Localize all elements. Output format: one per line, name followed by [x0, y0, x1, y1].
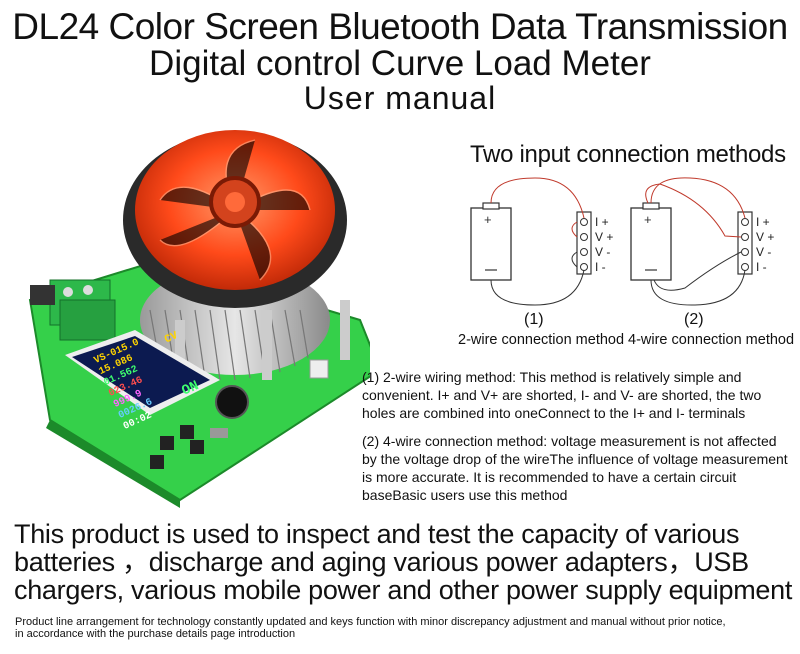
diagram-2-wire: + I + V + V - I - [470, 177, 613, 306]
button-2 [190, 440, 204, 454]
button-3 [160, 436, 174, 450]
method-1-caption: 2-wire connection method [458, 332, 625, 348]
method-2-caption: 4-wire connection method [628, 332, 795, 348]
main-statement: This product is used to inspect and test… [14, 519, 793, 605]
method-2-number: (2) [684, 311, 704, 328]
screen-mode: CV [163, 330, 180, 346]
lcd-screen [65, 330, 220, 415]
screen-status: ON [180, 378, 202, 399]
terminal-2-label-vp: V + [756, 230, 774, 244]
title-line-2: Digital control Curve Load Meter [149, 44, 651, 83]
terminal-2-label-vm: V - [756, 245, 771, 259]
terminal-1-label-ip: I + [595, 215, 609, 229]
button-1 [180, 425, 194, 439]
battery-1 [470, 207, 512, 281]
description-2-wire: (1) 2-wire wiring method: This method is… [362, 369, 762, 421]
terminal-block-2 [737, 211, 753, 275]
terminal-1-label-im: I - [595, 260, 606, 274]
title-line-3: User manual [303, 80, 497, 116]
description-4-wire: (2) 4-wire connection method: voltage me… [362, 433, 788, 503]
product-illustration: VS-015.0 15.086 01.562 023.46 999.9 0026… [28, 130, 370, 508]
svg-text:+: + [644, 212, 652, 227]
footnote-line-1: Product line arrangement for technology … [15, 616, 726, 628]
terminal-1-label-vp: V + [595, 230, 613, 244]
terminal-1-label-vm: V - [595, 245, 610, 259]
svg-text:+: + [484, 212, 492, 227]
battery-2 [630, 207, 672, 281]
footnote-line-2: in accordance with the purchase details … [15, 628, 296, 640]
terminal-2-label-im: I - [756, 260, 767, 274]
method-1-number: (1) [524, 311, 544, 328]
terminal-block-1 [576, 211, 592, 275]
buzzer [215, 385, 249, 419]
diagram-4-wire: + I + V + V - I - [630, 177, 774, 306]
connection-heading: Two input connection methods [470, 141, 786, 168]
title-line-1: DL24 Color Screen Bluetooth Data Transmi… [12, 6, 788, 47]
terminal-2-label-ip: I + [756, 215, 770, 229]
wiring-diagrams: + I + V + V - I - + I + V + V - I - [470, 177, 774, 306]
button-4 [150, 455, 164, 469]
